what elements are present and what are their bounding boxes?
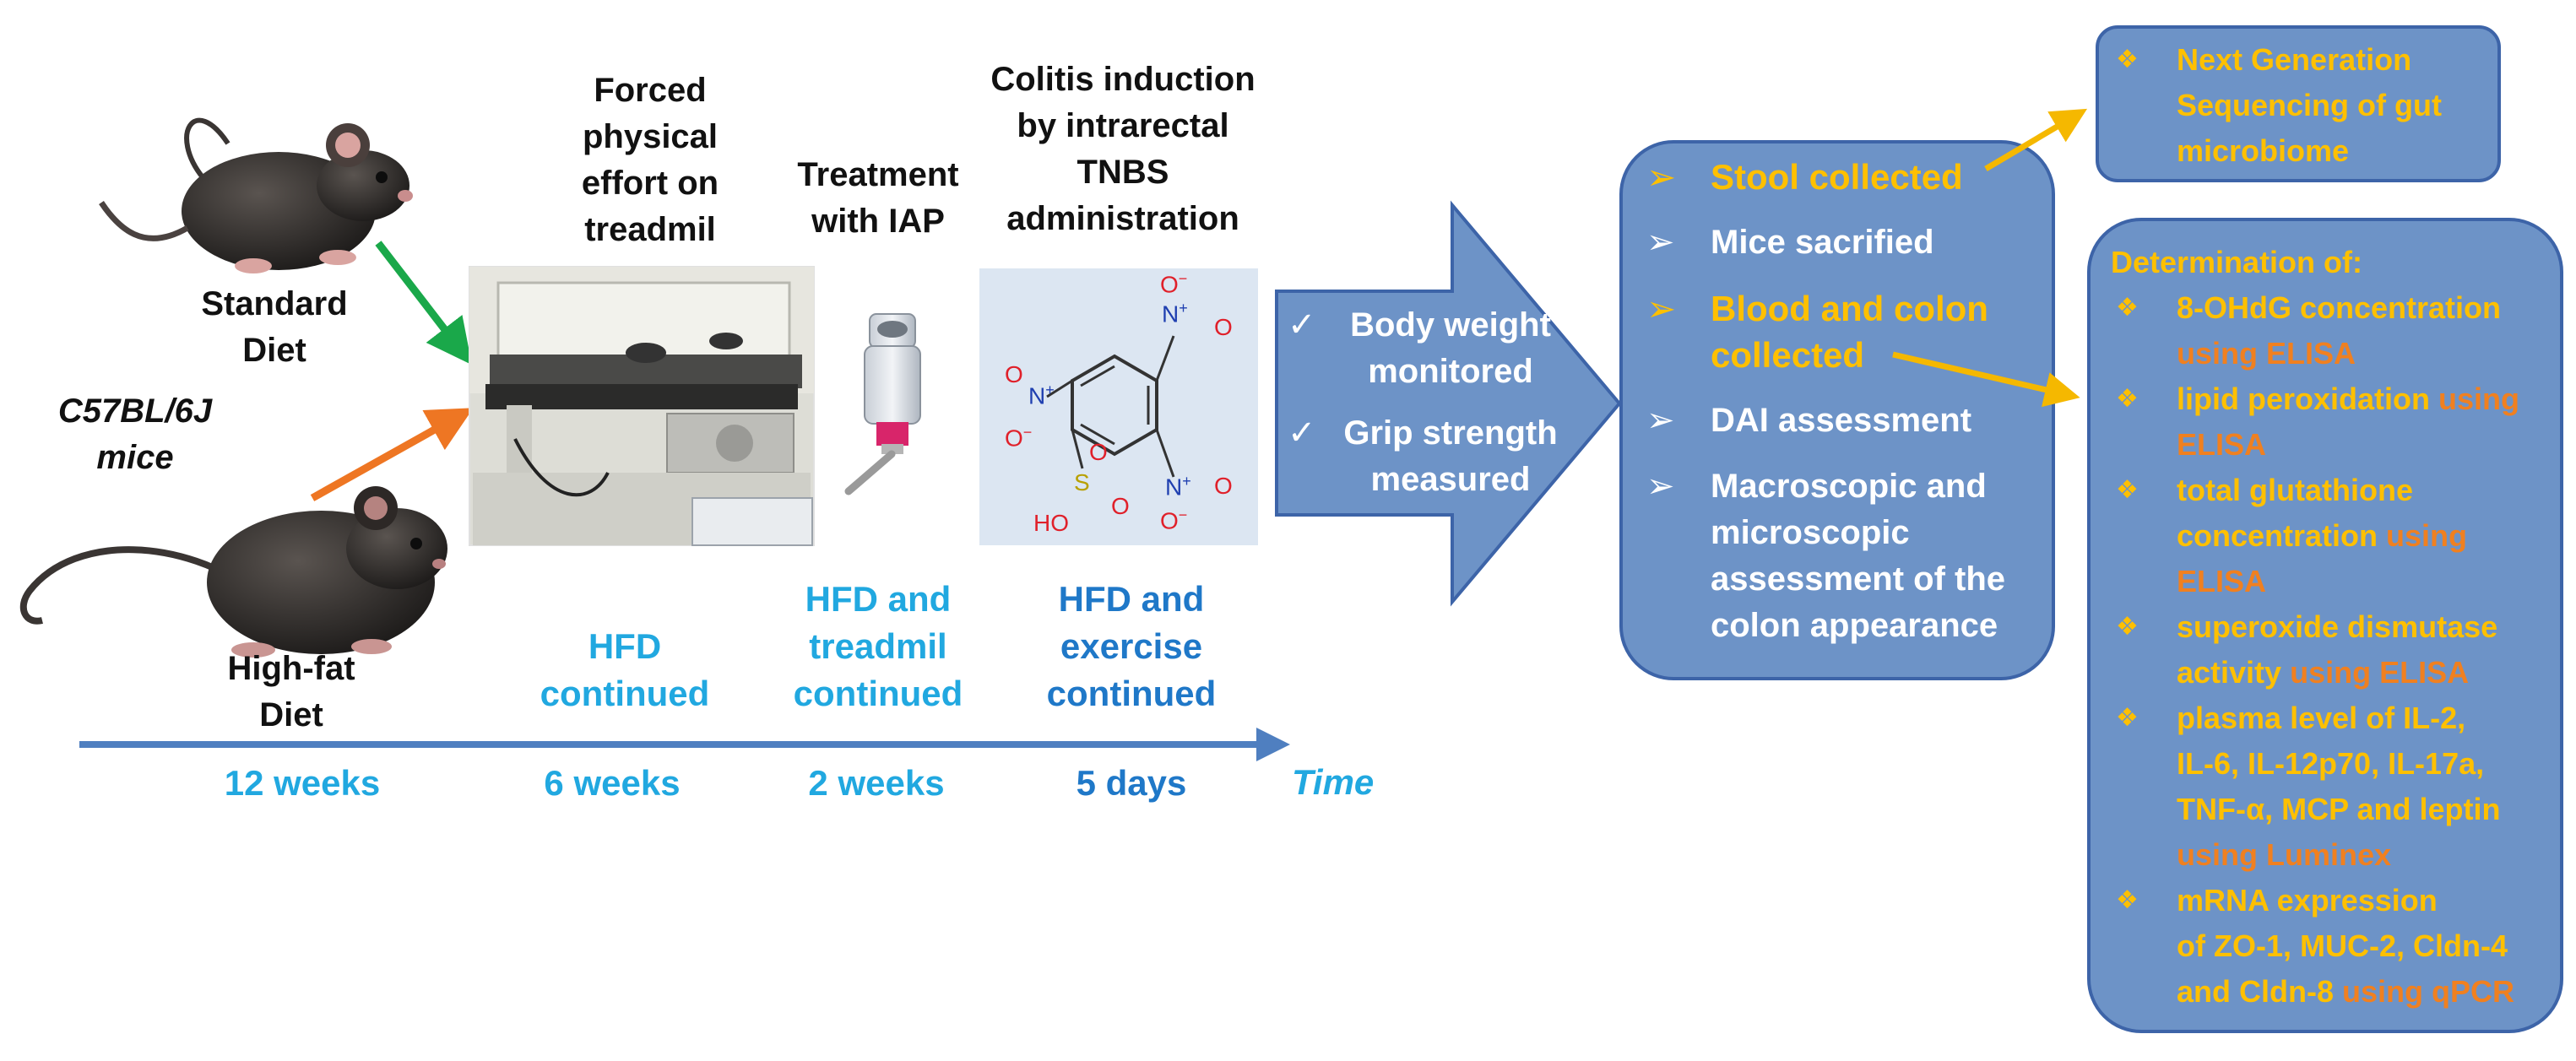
sulfonyl-o-top: O (1089, 439, 1108, 465)
sulfur-atom: S (1074, 469, 1090, 495)
period-6-weeks: 6 weeks (544, 763, 681, 803)
collection-list: ➢Stool collected ➢Mice sacrified ➢Blood … (1646, 154, 2043, 649)
nitro-top-n: N+ (1162, 300, 1188, 328)
period-2-weeks: 2 weeks (808, 763, 945, 803)
arrow-bullet-icon: ➢ (1646, 468, 1675, 505)
period-5-days: 5 days (1076, 763, 1187, 803)
period-12-weeks: 12 weeks (224, 763, 381, 803)
hfd-continued-label: HFD continued (540, 626, 710, 713)
determination-item: ❖8-OHdG concentration using ELISA (2116, 285, 2555, 376)
collection-item-macroscopic: ➢Macroscopic and microscopic assessment … (1646, 463, 2043, 649)
treadmill-photo (469, 266, 815, 546)
nitro-bottom-o-right: O (1214, 473, 1233, 499)
water-bottle-icon (844, 313, 921, 495)
nitro-left-n: N+ (1028, 382, 1055, 409)
diamond-bullet-icon: ❖ (2116, 886, 2139, 914)
ngs-list: ❖Next Generation Sequencing of gut micro… (2116, 37, 2487, 174)
ngs-item: ❖Next Generation Sequencing of gut micro… (2116, 37, 2487, 174)
arrow-bullet-icon: ➢ (1646, 224, 1675, 261)
monitoring-block-arrow (1275, 200, 1622, 607)
diamond-bullet-icon: ❖ (2116, 476, 2139, 504)
arrow-bullet-icon: ➢ (1646, 289, 1677, 328)
nitro-left-o-bottom: O− (1005, 424, 1033, 452)
arrow-bullet-icon: ➢ (1646, 157, 1677, 197)
hfd-treadmil-continued-label: HFD and treadmil continued (793, 579, 963, 713)
sulfonyl-oh: HO (1033, 510, 1069, 536)
nitro-left-o-top: O (1005, 361, 1023, 387)
nitro-top-o-left: O− (1160, 270, 1188, 298)
monitoring-item-text: Grip strength measured (1343, 414, 1558, 498)
standard-diet-label: Standard Diet (201, 285, 348, 369)
monitoring-item-text: Body weight monitored (1350, 306, 1551, 390)
collection-box (1619, 140, 2055, 680)
diamond-bullet-icon: ❖ (2116, 294, 2139, 322)
diamond-bullet-icon: ❖ (2116, 613, 2139, 641)
time-axis-label: Time (1292, 762, 1375, 802)
determination-item: ❖superoxide dismutase activity using ELI… (2116, 604, 2555, 696)
check-icon: ✓ (1288, 414, 1316, 452)
high-fat-diet-arrow (310, 408, 474, 501)
mouse-strain-label: C57BL/6J mice (57, 392, 213, 476)
diamond-bullet-icon: ❖ (2116, 704, 2139, 732)
nitro-top-o-right: O (1214, 314, 1233, 340)
treadmill-stage-title: Forced physical effort on treadmil (581, 72, 719, 248)
monitoring-item: ✓ Body weight monitored (1288, 302, 1575, 395)
ngs-box (2096, 25, 2501, 182)
determination-item: ❖total glutathione concentration using E… (2116, 468, 2555, 604)
determination-item: ❖lipid peroxidation using ELISA (2116, 376, 2555, 468)
tnbs-structure-diagram (979, 268, 1258, 545)
diamond-bullet-icon: ❖ (2116, 385, 2139, 413)
sulfonyl-o-right: O (1111, 493, 1130, 519)
arrow-bullet-icon: ➢ (1646, 402, 1675, 439)
monitoring-list: ✓ Body weight monitored ✓ Grip strength … (1288, 302, 1575, 503)
colitis-stage-title: Colitis induction by intrarectal TNBS ad… (990, 61, 1255, 237)
high-fat-diet-label: High-fat Diet (227, 650, 355, 733)
standard-diet-arrow (375, 241, 472, 365)
determination-item: ❖mRNA expression of ZO-1, MUC-2, Cldn-4 … (2116, 878, 2555, 1015)
diamond-bullet-icon: ❖ (2116, 46, 2139, 73)
timeline-arrowhead (1256, 728, 1290, 761)
stool-to-ngs-arrow (1984, 108, 2088, 172)
check-icon: ✓ (1288, 306, 1316, 344)
standard-diet-mouse-icon (99, 117, 413, 273)
determination-item: ❖plasma level of IL-2, IL-6, IL-12p70, I… (2116, 696, 2555, 878)
collection-item-dai: ➢DAI assessment (1646, 398, 2043, 444)
collection-item-stool: ➢Stool collected (1646, 154, 2043, 200)
high-fat-diet-mouse-icon (19, 486, 447, 658)
nitro-bottom-o-left: O− (1160, 506, 1188, 534)
iap-stage-title: Treatment with IAP (797, 156, 959, 240)
hfd-exercise-continued-label: HFD and exercise continued (1046, 579, 1217, 713)
blood-colon-to-determination-arrow (1892, 351, 2080, 408)
monitoring-item: ✓ Grip strength measured (1288, 410, 1575, 503)
determination-list: ❖8-OHdG concentration using ELISA ❖lipid… (2116, 285, 2555, 1015)
determination-box (2087, 218, 2563, 1033)
determination-heading: Determination of: (2111, 245, 2363, 279)
collection-item-sacrified: ➢Mice sacrified (1646, 219, 2043, 266)
collection-item-blood-colon: ➢Blood and colon collected (1646, 285, 2043, 378)
nitro-bottom-n: N+ (1165, 473, 1191, 501)
